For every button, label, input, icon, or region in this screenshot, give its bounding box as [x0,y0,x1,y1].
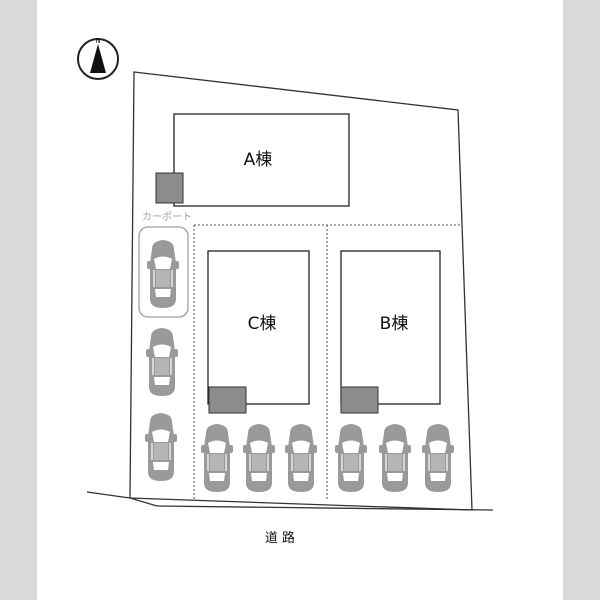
parked-car-b-3 [421,423,455,493]
building-c-label: C棟 [248,314,277,334]
road-label: 道 路 [265,530,295,546]
north-arrow-icon [90,44,106,73]
building-c-entrance [208,386,247,414]
parked-car-carport [146,239,180,309]
carport-frame [138,226,189,318]
carport: カーポート [138,211,192,318]
parked-car-c-1 [200,423,234,493]
building-b: B棟 [340,250,441,414]
parked-car-c-2 [242,423,276,493]
road-edge-corner [129,497,158,507]
parked-car-b-1 [334,423,368,493]
lot-division-lines [193,224,462,500]
building-a-entrance [155,172,184,204]
building-a-label: A棟 [244,150,273,170]
building-a: A棟 [155,113,350,207]
parked-car-b-2 [378,423,412,493]
building-a-outline [173,113,350,207]
lot-boundary [129,71,473,511]
building-b-outline [340,250,441,405]
building-b-entrance [340,386,379,414]
north-label: N [95,37,100,45]
parked-car-left-2 [145,327,179,397]
building-c-outline [207,250,310,405]
parked-car-left-3 [144,412,178,482]
parked-car-c-3 [284,423,318,493]
road-edge-main [156,505,494,511]
compass: N [77,37,119,80]
road-edge [86,491,494,511]
building-c: C棟 [207,250,310,414]
road-edge-left [86,491,131,499]
building-b-label: B棟 [380,314,409,334]
carport-label: カーポート [142,211,192,223]
